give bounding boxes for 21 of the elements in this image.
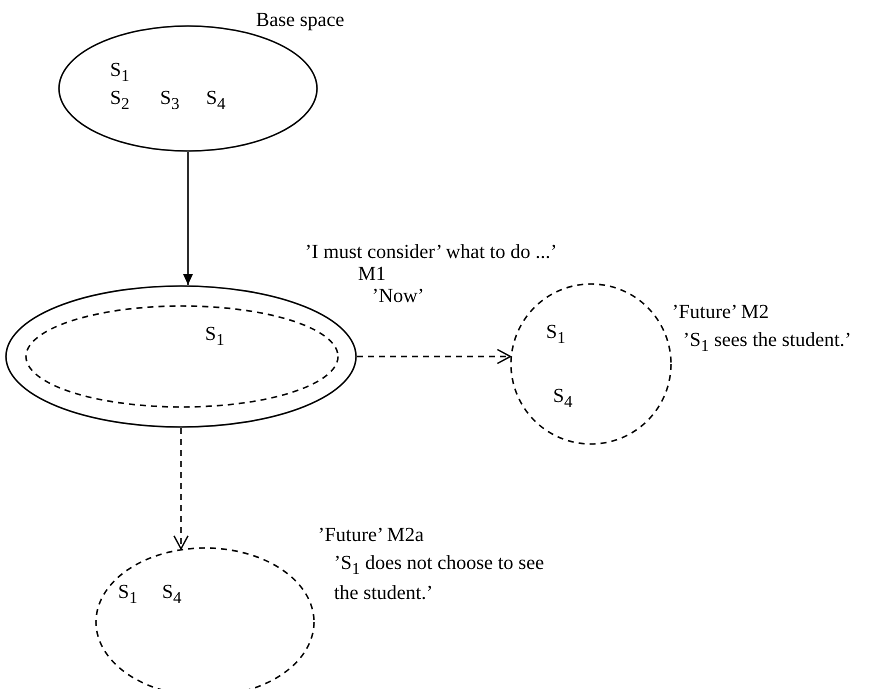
arrow — [357, 348, 512, 364]
space-label: ’S$_{1}$ does not choose to see the student.’ — [334, 551, 545, 605]
space-label: M1 — [358, 262, 386, 286]
space-label: ’Now’ — [372, 284, 424, 308]
space-label: S$_{2}$ — [110, 86, 130, 115]
arrow — [173, 428, 189, 550]
space-label: ’Future’ M2 — [672, 300, 769, 324]
arrow — [183, 152, 193, 286]
space-label: S$_{1}$ — [205, 322, 224, 351]
space-label: ’S$_{1}$ sees the student.’ — [683, 328, 852, 357]
space-label: S$_{4}$ — [553, 384, 572, 413]
space-label: ’Future’ M2a — [318, 523, 424, 547]
space-label: S$_{1}$ — [110, 58, 130, 87]
space-label: S$_{4}$ — [206, 86, 226, 115]
space-label: S$_{1}$ — [546, 320, 566, 349]
dashed-ellipse — [25, 305, 339, 408]
space-label: S$_{4}$ — [162, 580, 182, 609]
space-label: Base space — [256, 8, 344, 32]
space-label: S$_{1}$ — [118, 580, 138, 609]
space-label: S$_{3}$ — [160, 86, 180, 115]
space-label: ’I must consider’ what to do ...’ — [305, 240, 557, 264]
